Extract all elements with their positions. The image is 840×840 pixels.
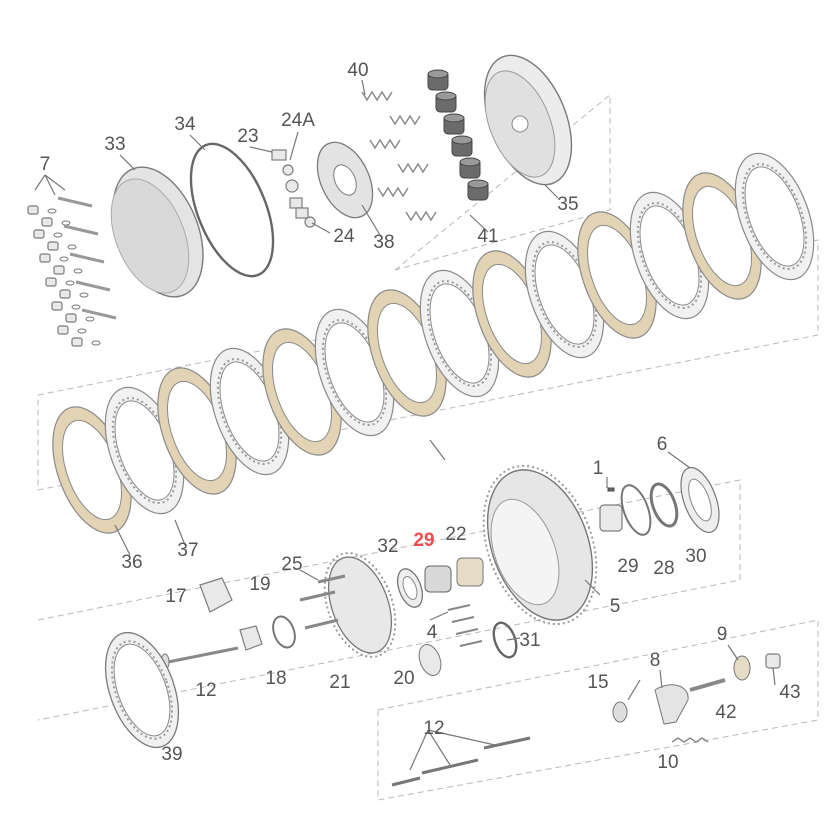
spring-cup bbox=[459, 157, 481, 179]
bolt-shaft bbox=[57, 196, 93, 208]
clutch-springs bbox=[361, 90, 437, 222]
callout-18: 18 bbox=[265, 668, 286, 689]
spring-cup bbox=[435, 91, 457, 113]
bolt bbox=[47, 241, 77, 251]
callout-34: 34 bbox=[174, 114, 196, 135]
callout-31: 31 bbox=[519, 630, 540, 651]
callout-22: 22 bbox=[445, 524, 466, 545]
callout-43: 43 bbox=[779, 682, 800, 703]
steel-plate bbox=[734, 152, 815, 281]
callout-29-highlighted: 29 bbox=[413, 530, 434, 551]
spring bbox=[389, 114, 421, 126]
callout-15: 15 bbox=[587, 672, 608, 693]
release-mechanism bbox=[612, 653, 781, 743]
spring-cup bbox=[427, 69, 449, 91]
bearing-parts-right bbox=[599, 466, 720, 536]
callout-30: 30 bbox=[685, 546, 706, 567]
bolt bbox=[53, 265, 83, 275]
spring bbox=[361, 90, 393, 102]
callout-21: 21 bbox=[329, 672, 350, 693]
callouts: 40 7 33 34 23 24A 24 38 41 35 36 37 1 6 … bbox=[40, 60, 801, 773]
callout-41: 41 bbox=[477, 226, 498, 247]
callout-10: 10 bbox=[657, 752, 678, 773]
callout-29: 29 bbox=[617, 556, 638, 577]
callout-40: 40 bbox=[347, 60, 368, 81]
bolt bbox=[27, 205, 57, 215]
callout-5: 5 bbox=[610, 596, 621, 617]
push-rods bbox=[391, 736, 531, 787]
callout-9: 9 bbox=[717, 624, 728, 645]
bolt bbox=[57, 325, 87, 335]
spring-cup bbox=[451, 135, 473, 157]
callout-23: 23 bbox=[237, 126, 258, 147]
bolts-washers bbox=[27, 196, 117, 347]
callout-20: 20 bbox=[393, 668, 414, 689]
spring-cups bbox=[427, 69, 489, 201]
spring-plate bbox=[316, 141, 374, 219]
callout-32: 32 bbox=[377, 536, 398, 557]
callout-6: 6 bbox=[657, 434, 668, 455]
clutch-cover bbox=[110, 166, 204, 298]
bolt bbox=[39, 253, 69, 263]
spring bbox=[369, 138, 401, 150]
clutch-hub bbox=[299, 552, 397, 658]
cover-gasket bbox=[189, 142, 275, 278]
spring bbox=[377, 186, 409, 198]
bolt bbox=[45, 277, 75, 287]
bolt bbox=[59, 289, 89, 299]
bolt bbox=[41, 217, 71, 227]
hub-bearing-parts bbox=[396, 557, 484, 608]
bolt bbox=[65, 313, 95, 323]
callout-39: 39 bbox=[161, 744, 182, 765]
callout-12-bottom: 12 bbox=[423, 718, 444, 739]
bolt bbox=[33, 229, 63, 239]
callout-8: 8 bbox=[650, 650, 661, 671]
callout-4: 4 bbox=[427, 622, 438, 643]
clutch-plate-stack bbox=[52, 152, 815, 534]
callout-38: 38 bbox=[373, 232, 394, 253]
bolt bbox=[71, 337, 101, 347]
callout-1: 1 bbox=[593, 458, 604, 479]
spring bbox=[405, 210, 437, 222]
callout-36: 36 bbox=[121, 552, 142, 573]
callout-24: 24 bbox=[333, 226, 355, 247]
callout-24A: 24A bbox=[281, 110, 315, 131]
callout-33: 33 bbox=[104, 134, 125, 155]
pressure-plate bbox=[483, 54, 573, 186]
callout-28: 28 bbox=[653, 558, 674, 579]
callout-7: 7 bbox=[40, 154, 51, 175]
callout-35: 35 bbox=[557, 194, 578, 215]
clutch-basket bbox=[482, 464, 598, 626]
bolt-shaft bbox=[81, 308, 117, 320]
left-parts bbox=[104, 577, 518, 749]
spring-cup bbox=[443, 113, 465, 135]
bolt-shaft bbox=[75, 280, 111, 292]
callout-17: 17 bbox=[165, 586, 186, 607]
bolt bbox=[51, 301, 81, 311]
callout-19: 19 bbox=[249, 574, 270, 595]
bolt-shaft bbox=[63, 224, 99, 236]
callout-37: 37 bbox=[177, 540, 198, 561]
callout-42: 42 bbox=[715, 702, 736, 723]
callout-25: 25 bbox=[281, 554, 302, 575]
leader-lines bbox=[34, 79, 776, 771]
callout-12-left: 12 bbox=[195, 680, 216, 701]
spring-cup bbox=[467, 179, 489, 201]
screws-23-24 bbox=[271, 149, 316, 228]
bolt-shaft bbox=[69, 252, 105, 264]
spring bbox=[397, 162, 429, 174]
